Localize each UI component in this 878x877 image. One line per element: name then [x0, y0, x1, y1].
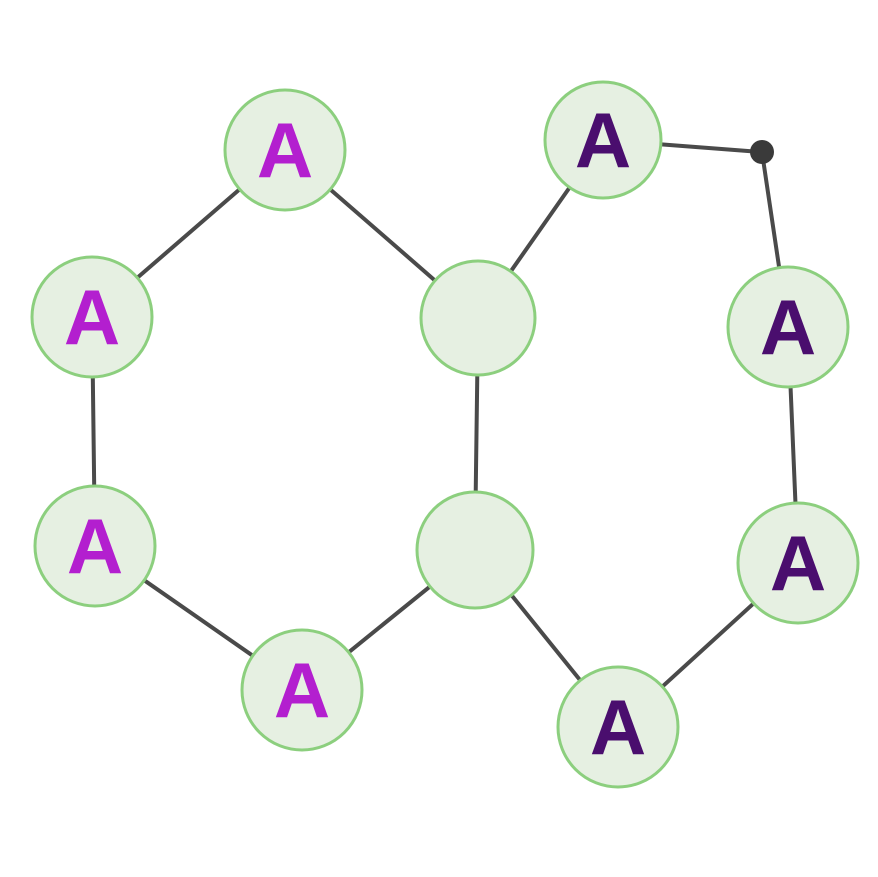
- node-right-top: A: [543, 80, 663, 200]
- node-label-right-top: A: [575, 96, 631, 184]
- node-circle-shared-top: [419, 259, 537, 377]
- node-label-right-bottom: A: [590, 683, 646, 771]
- node-left-upper: A: [30, 255, 154, 379]
- edge-left-lower-to-left-bottom: [141, 577, 256, 659]
- node-label-right-lower: A: [770, 519, 826, 607]
- node-right-bottom: A: [556, 665, 680, 789]
- node-circle-right-upper: [726, 265, 850, 389]
- edge-right-bottom-to-shared-bottom: [508, 592, 583, 684]
- node-circle-left-upper: [30, 255, 154, 379]
- edge-shared-top-to-right-top: [508, 184, 573, 275]
- edge-shared-top-to-left-top: [327, 186, 438, 284]
- edges-layer: [90, 142, 798, 690]
- node-label-left-lower: A: [67, 502, 123, 590]
- node-circle-left-bottom: [240, 628, 364, 752]
- junction-node: [750, 140, 774, 164]
- node-label-left-bottom: A: [274, 646, 330, 734]
- edge-left-upper-to-left-lower: [90, 374, 97, 489]
- node-circle-right-lower: [736, 501, 860, 625]
- node-circle-left-lower: [33, 484, 157, 608]
- edge-junction-to-right-upper: [761, 160, 782, 271]
- node-circle-shared-bottom: [415, 490, 535, 610]
- edge-left-bottom-to-shared-bottom: [345, 583, 433, 655]
- node-right-lower: A: [736, 501, 860, 625]
- node-left-top: A: [223, 88, 347, 212]
- node-label-left-top: A: [257, 106, 313, 194]
- node-label-right-upper: A: [760, 283, 816, 371]
- node-shared-top: [419, 259, 537, 377]
- node-circle-right-bottom: [556, 665, 680, 789]
- node-label-left-upper: A: [64, 273, 120, 361]
- nodes-layer: A A A A A A A A: [30, 80, 860, 789]
- edge-right-top-to-junction: [657, 142, 753, 154]
- node-left-bottom: A: [240, 628, 364, 752]
- edge-right-lower-to-right-bottom: [659, 600, 757, 690]
- node-left-lower: A: [33, 484, 157, 608]
- edge-left-top-to-left-upper: [134, 186, 243, 281]
- node-shared-bottom: [415, 490, 535, 610]
- edge-shared-bottom-to-shared-top: [473, 372, 480, 495]
- edge-right-upper-to-right-lower: [788, 383, 798, 507]
- node-circle-left-top: [223, 88, 347, 212]
- node-circle-right-top: [543, 80, 663, 200]
- node-right-upper: A: [726, 265, 850, 389]
